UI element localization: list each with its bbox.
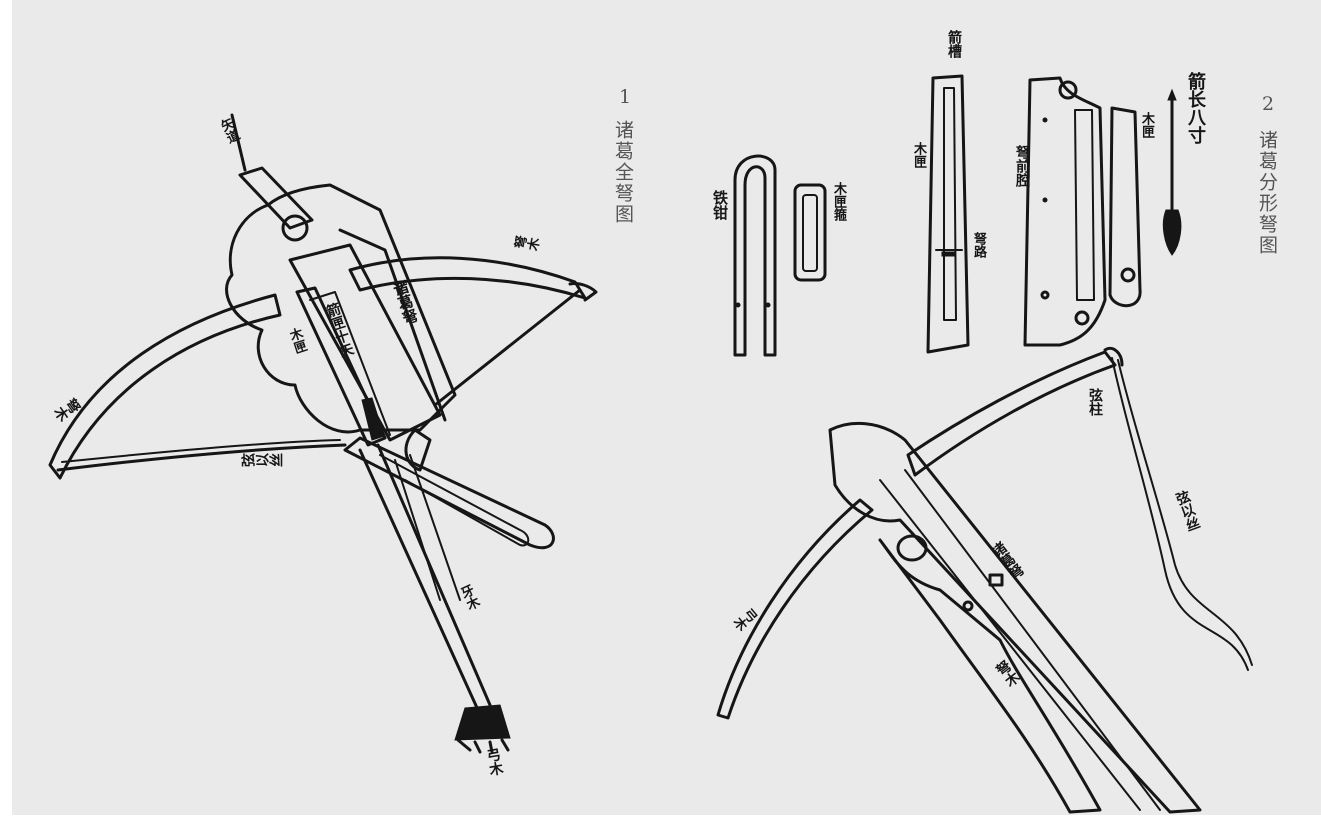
fig2-stock-hole [896, 534, 928, 562]
fig1-string-bottom [56, 443, 347, 472]
fig2-side-piece [1108, 106, 1142, 308]
fig1-label-right-arm: 弩木 [512, 235, 541, 255]
figure1-number: 1 [619, 86, 632, 108]
fig1-top-channel [238, 166, 314, 230]
fig1-handle-inner [379, 454, 530, 547]
fig2-string2 [1117, 359, 1253, 666]
fig1-right-arm [348, 256, 587, 300]
fig2-arrow-tip [1167, 88, 1177, 101]
fig2-label-tall-box: 木匣 [911, 142, 926, 168]
fig2-panel [1023, 76, 1107, 347]
fig2-arrow-head [1162, 209, 1182, 256]
figure2-parts [716, 74, 1253, 814]
fig2-tall-box [926, 74, 970, 354]
fig1-long-lever-a [358, 448, 480, 712]
fig2-label-arrow-note: 箭长八寸 [1185, 72, 1206, 144]
fig2-stock-rail [904, 469, 1161, 811]
fig1-stock-rail [338, 228, 447, 422]
fig2-clip [733, 154, 777, 357]
fig2-bow-lower [716, 498, 874, 720]
figure2-caption: 诸葛分形弩图 [1256, 130, 1278, 256]
fig2-tall-box-slot [941, 251, 955, 257]
fig2-bow-upper [906, 350, 1117, 477]
fig2-label-clip: 铁钳 [711, 190, 729, 220]
paper-background [12, 0, 1321, 815]
fig1-top-shaft [230, 113, 247, 172]
fig2-label-ring: 木匣箍 [831, 182, 846, 221]
fig1-long-lever-d [409, 454, 461, 601]
fig1-magazine [295, 286, 387, 447]
fig2-label-panel-right: 木匣 [1139, 112, 1154, 138]
fig1-long-lever-b [376, 443, 492, 707]
fig1-string-right [433, 288, 582, 407]
fig1-label-string-note: 弦以丝 [241, 453, 283, 469]
figure1-crossbow [48, 113, 598, 754]
fig1-top-hole [281, 214, 309, 242]
fig2-lower-body [878, 538, 1102, 814]
fig1-handle [343, 436, 555, 550]
fig1-string-bottom2 [61, 439, 341, 463]
fig2-ring-inner [802, 194, 818, 272]
fig2-label-string: 弦柱 [1087, 388, 1103, 416]
fig2-label-panel-left: 弩前腔 [1014, 145, 1030, 187]
fig1-long-lever-c [394, 459, 441, 601]
fig2-string-tip [1103, 346, 1124, 367]
fig1-body [225, 183, 457, 434]
fig1-tassel [454, 704, 511, 741]
fig2-string [1111, 357, 1249, 671]
fig1-left-arm [48, 293, 282, 480]
fig2-stock-head [828, 421, 1202, 814]
fig1-tassel-fringe [456, 738, 510, 754]
fig1-magazine-dark [361, 397, 385, 441]
fig2-ring-outer [793, 183, 827, 282]
fig1-right-tip [568, 282, 598, 302]
figure2-number: 2 [1262, 93, 1275, 115]
fig1-lever [404, 428, 432, 472]
fig2-label-top-box: 箭槽 [946, 30, 962, 58]
fig2-panel-hole1 [1058, 80, 1078, 100]
figure1-caption: 诸葛全弩图 [612, 120, 634, 225]
fig2-panel-groove [1074, 109, 1095, 301]
fig2-stock-rail2 [879, 479, 1141, 811]
fig2-tall-box-groove [943, 87, 957, 321]
fig2-label-box-hole: 弩路 [971, 232, 986, 258]
